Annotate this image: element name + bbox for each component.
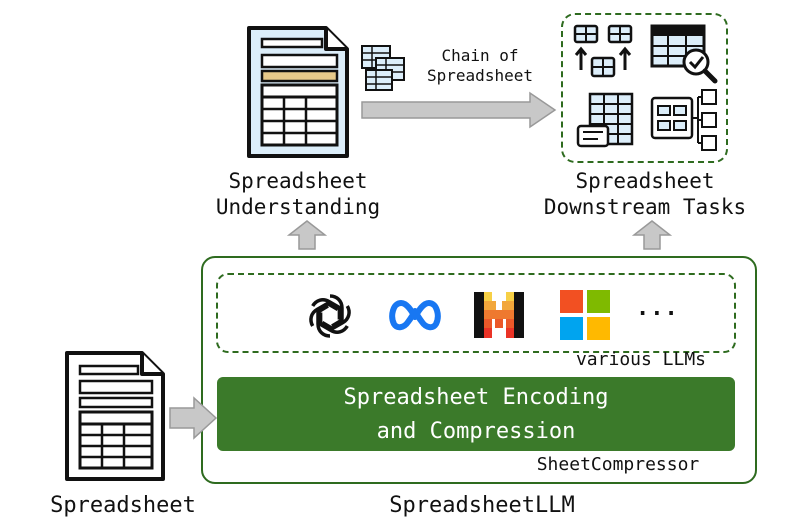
- up-arrow-downstream: [632, 219, 672, 251]
- chain-line-2: Spreadsheet: [427, 66, 533, 85]
- chain-arrow: [360, 90, 558, 130]
- chain-line-1: Chain of: [441, 46, 519, 65]
- input-arrow: [168, 396, 218, 440]
- encoding-line-2: and Compression: [376, 419, 576, 444]
- llms-box: [216, 273, 736, 353]
- table-flow-icon: [650, 88, 720, 152]
- understanding-label: Spreadsheet Understanding: [198, 168, 398, 220]
- encoding-line-1: Spreadsheet Encoding: [343, 385, 609, 410]
- document-icon: [64, 350, 166, 482]
- microsoft-icon: [560, 290, 610, 340]
- downstream-line-1: Spreadsheet: [575, 169, 715, 193]
- table-cells-icon: [360, 44, 410, 94]
- table-search-icon: [650, 24, 720, 84]
- encoding-block: Spreadsheet Encoding and Compression: [217, 377, 735, 451]
- spreadsheet-input-label: Spreadsheet: [50, 493, 196, 518]
- table-summary-icon: [576, 92, 636, 150]
- up-arrow-understanding: [287, 219, 327, 251]
- compressor-label: SheetCompressor: [536, 454, 700, 475]
- meta-icon: [388, 298, 442, 332]
- spreadsheet-doc-icon: [246, 25, 350, 159]
- understanding-line-2: Understanding: [215, 195, 381, 219]
- openai-icon: [304, 290, 356, 342]
- table-transform-icon: [573, 24, 635, 80]
- chain-label: Chain of Spreadsheet: [410, 46, 550, 86]
- downstream-label: Spreadsheet Downstream Tasks: [520, 168, 770, 220]
- understanding-line-1: Spreadsheet: [228, 169, 368, 193]
- spreadsheetllm-box: [201, 256, 757, 484]
- downstream-tasks-box: [561, 13, 728, 163]
- llms-label: various LLMs: [575, 349, 707, 370]
- mistral-icon: [474, 292, 524, 338]
- more-llms: ...: [636, 296, 679, 321]
- downstream-line-2: Downstream Tasks: [543, 195, 747, 219]
- framework-label: SpreadsheetLLM: [389, 493, 575, 518]
